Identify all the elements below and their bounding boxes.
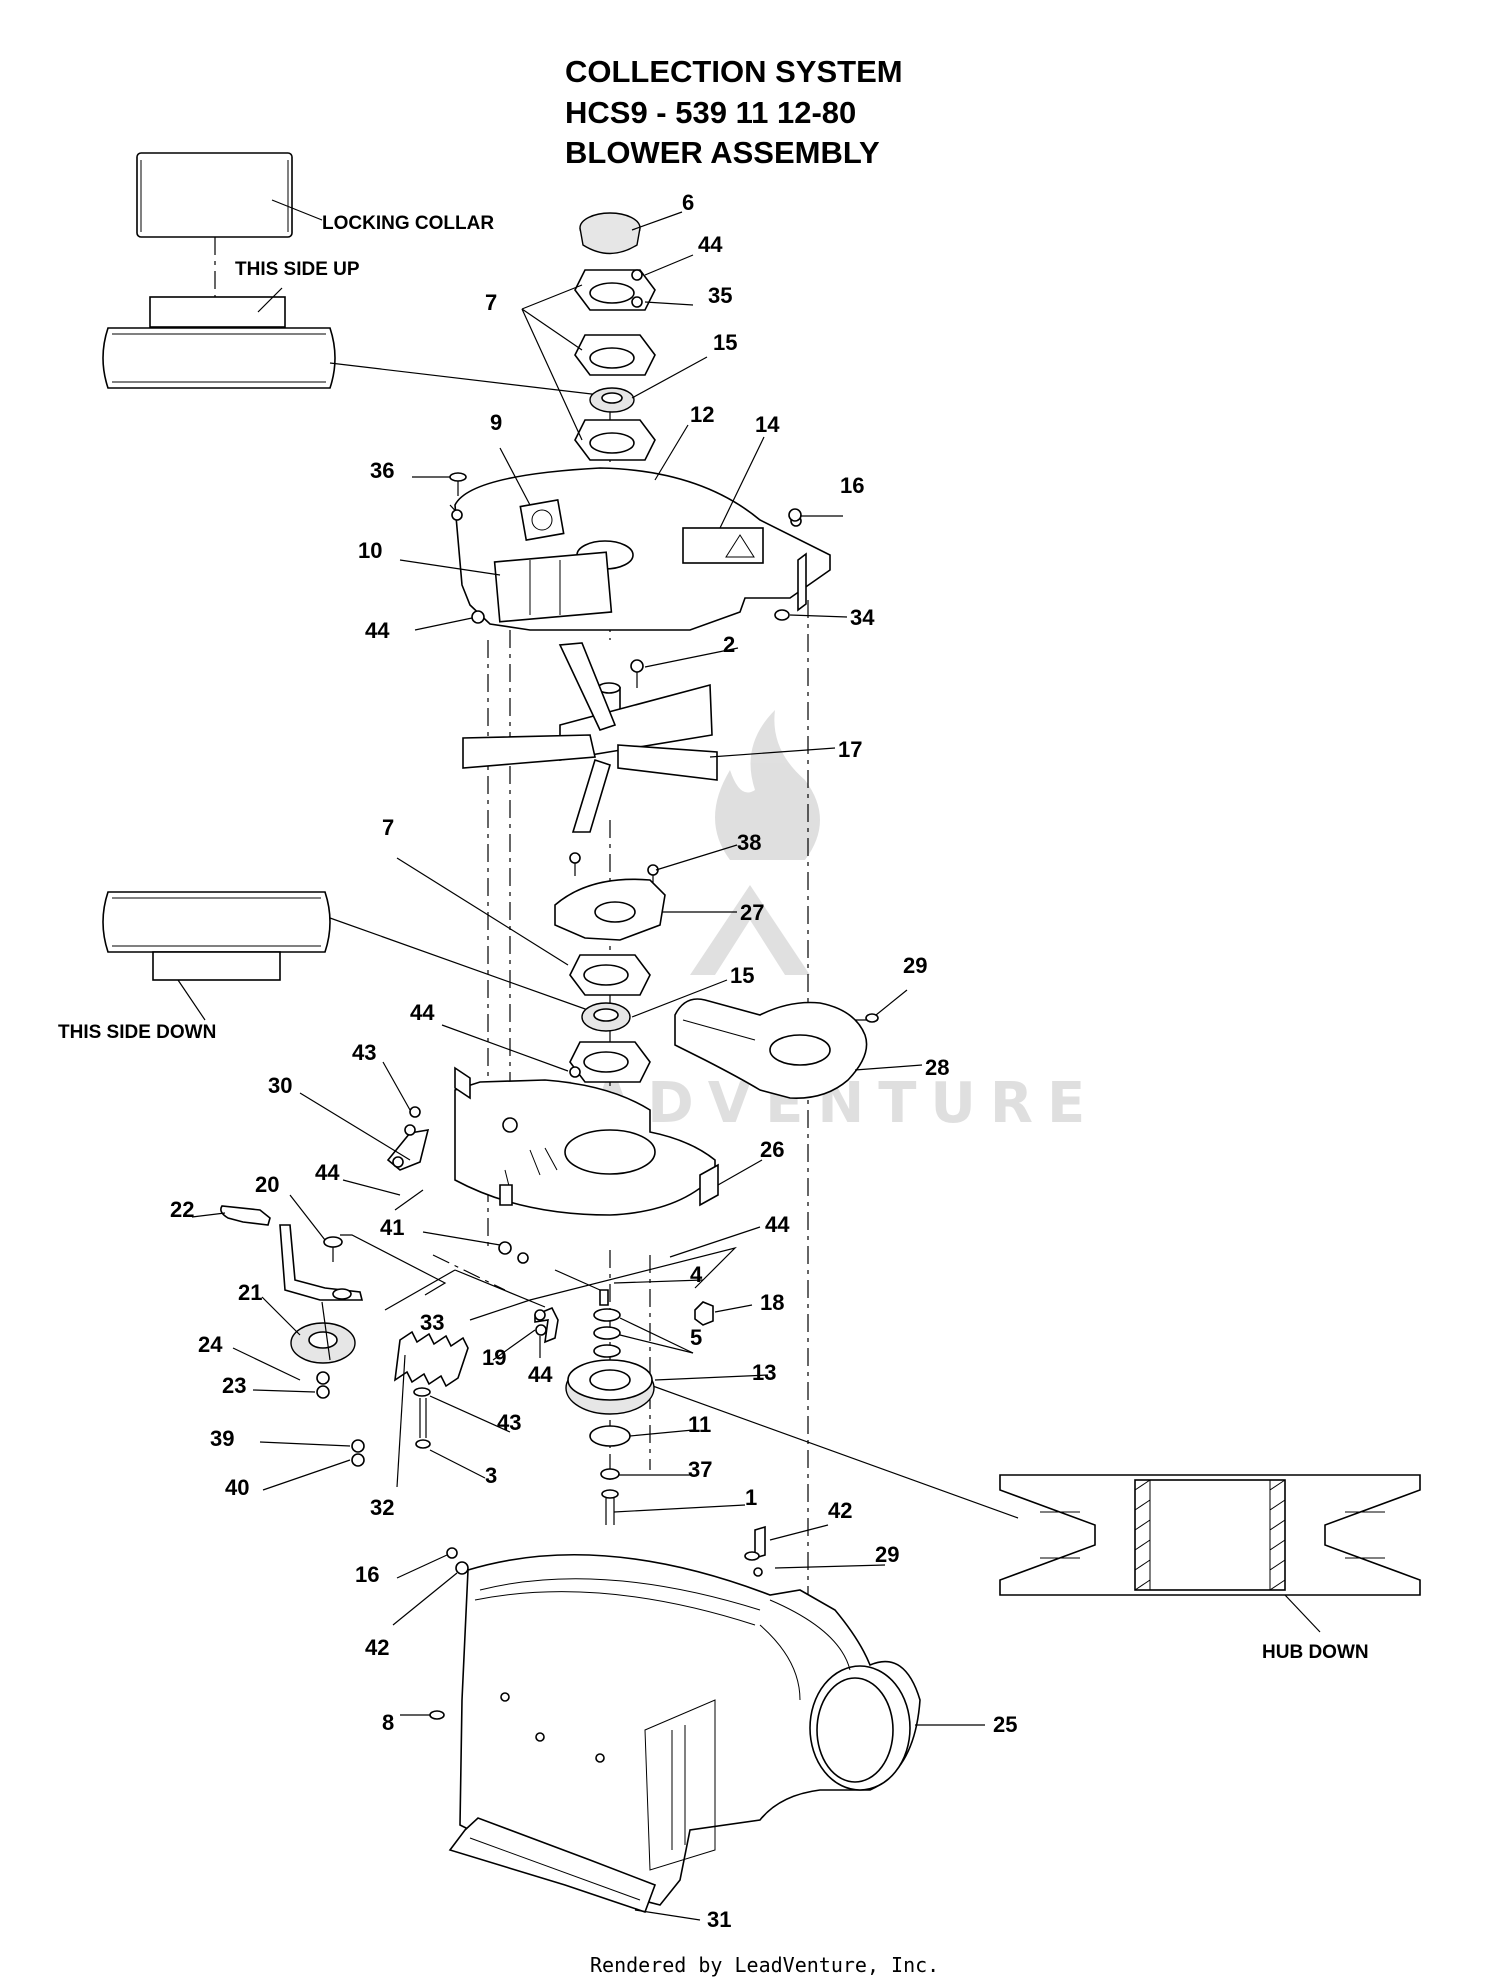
callout-26: 26 — [760, 1137, 784, 1162]
pulley-section-detail — [649, 1384, 1421, 1633]
spring — [393, 1330, 469, 1388]
locking-collar-detail — [102, 152, 601, 396]
callout-41: 41 — [380, 1215, 404, 1240]
top-bearing-stack — [574, 212, 656, 461]
callout-20: 20 — [255, 1172, 279, 1197]
this-side-up-label: THIS SIDE UP — [235, 259, 360, 280]
callout-34: 34 — [850, 605, 875, 630]
callout-8: 8 — [382, 1710, 394, 1735]
callout-36: 36 — [370, 458, 394, 483]
callout-32: 32 — [370, 1495, 394, 1520]
callout-38: 38 — [737, 830, 761, 855]
callout-10: 10 — [358, 538, 382, 563]
hub-down-label: HUB DOWN — [1262, 1642, 1369, 1663]
callout-5: 5 — [690, 1325, 702, 1350]
bottom-plate — [448, 1817, 657, 1914]
callout-31: 31 — [707, 1907, 731, 1932]
callout-22: 22 — [170, 1197, 194, 1222]
callout-37: 37 — [688, 1457, 712, 1482]
this-side-down-detail — [102, 891, 589, 1021]
callout-28: 28 — [925, 1055, 949, 1080]
callout-29: 29 — [903, 953, 927, 978]
callout-11: 11 — [688, 1412, 711, 1437]
callout-43: 43 — [352, 1040, 376, 1065]
locking-collar-label: LOCKING COLLAR — [322, 213, 494, 234]
callout-15: 15 — [713, 330, 737, 355]
callout-39: 39 — [210, 1426, 234, 1451]
housing-cover — [674, 998, 879, 1099]
blower-housing-ring — [454, 1066, 719, 1216]
callout-14: 14 — [755, 412, 780, 437]
callout-7: 7 — [485, 290, 497, 315]
callout-16: 16 — [840, 473, 864, 498]
callout-44: 44 — [365, 618, 390, 643]
callout-30: 30 — [268, 1073, 292, 1098]
callout-9: 9 — [490, 410, 502, 435]
callout-33: 33 — [420, 1310, 444, 1335]
fan-impeller — [462, 642, 718, 833]
callout-24: 24 — [198, 1332, 223, 1357]
callout-44: 44 — [315, 1160, 340, 1185]
callout-23: 23 — [222, 1373, 246, 1398]
callout-3: 3 — [485, 1463, 497, 1488]
callout-21: 21 — [238, 1280, 262, 1305]
this-side-down-label: THIS SIDE DOWN — [58, 1022, 216, 1043]
bolt-washer — [384, 1269, 546, 1449]
callout-13: 13 — [752, 1360, 776, 1385]
lower-bearing-stack — [554, 852, 666, 1083]
callout-42: 42 — [365, 1635, 389, 1660]
callout-labels: 6 44 7 35 15 12 14 9 36 16 10 44 34 2 17… — [170, 190, 1017, 1932]
callout-25: 25 — [993, 1712, 1017, 1737]
leader-lines — [191, 211, 985, 1921]
callout-1: 1 — [745, 1485, 757, 1510]
title-line-1: COLLECTION SYSTEM — [565, 54, 903, 89]
footer-credit: Rendered by LeadVenture, Inc. — [590, 1953, 939, 1977]
title-line-3: BLOWER ASSEMBLY — [565, 135, 880, 170]
callout-44: 44 — [698, 232, 723, 257]
callout-12: 12 — [690, 402, 714, 427]
callout-27: 27 — [740, 900, 764, 925]
callout-43: 43 — [497, 1410, 521, 1435]
callout-4: 4 — [690, 1262, 703, 1287]
callout-44: 44 — [410, 1000, 435, 1025]
callout-19: 19 — [482, 1345, 506, 1370]
callout-17: 17 — [838, 737, 862, 762]
callout-6: 6 — [682, 190, 694, 215]
center-spindle-parts — [517, 1246, 737, 1358]
callout-44: 44 — [765, 1212, 790, 1237]
callout-40: 40 — [225, 1475, 249, 1500]
title-line-2: HCS9 - 539 11 12-80 — [565, 95, 856, 130]
blower-top-plate — [449, 467, 831, 631]
callout-44: 44 — [528, 1362, 553, 1387]
callout-2: 2 — [723, 632, 735, 657]
callout-15: 15 — [730, 963, 754, 988]
callout-29: 29 — [875, 1542, 899, 1567]
top-hardware — [449, 472, 802, 688]
left-small-hardware — [429, 1547, 469, 1720]
callout-42: 42 — [828, 1498, 852, 1523]
discharge-chute — [459, 1553, 921, 1906]
callout-35: 35 — [708, 283, 732, 308]
callout-18: 18 — [760, 1290, 784, 1315]
right-small-hardware — [744, 1525, 766, 1577]
callout-16: 16 — [355, 1562, 379, 1587]
idler-arm-assembly — [220, 1106, 512, 1467]
main-pulley-stack — [565, 1359, 655, 1525]
callout-7: 7 — [382, 815, 394, 840]
